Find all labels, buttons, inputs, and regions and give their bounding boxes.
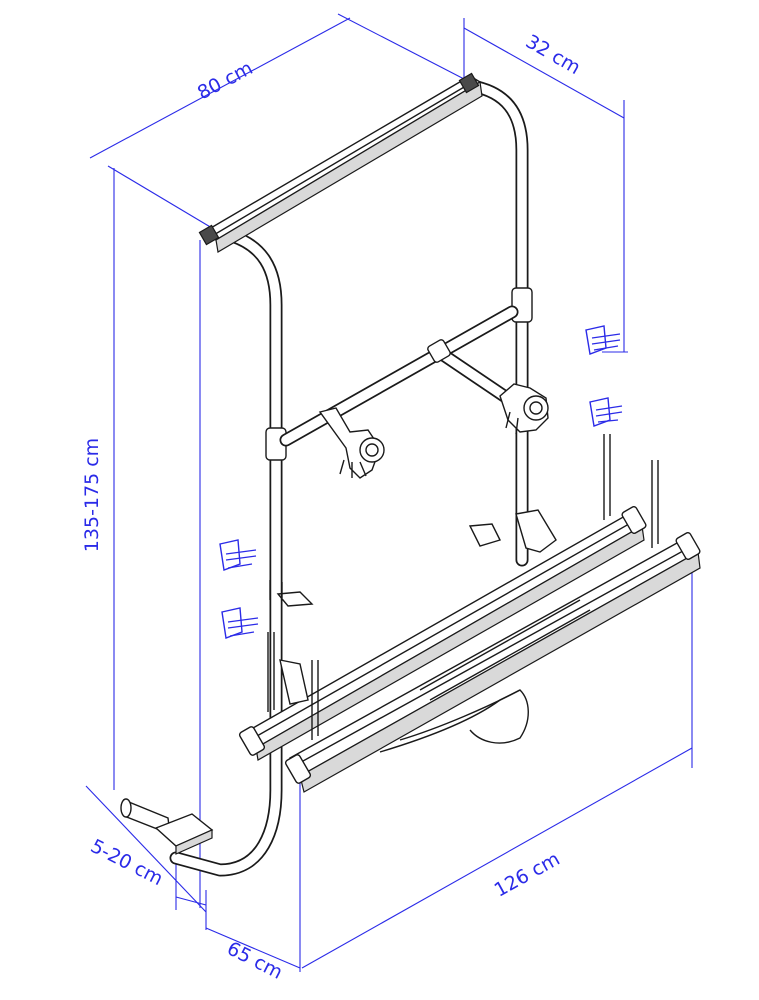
base-label: 65 cm [223, 937, 286, 983]
bracket-details [219, 325, 623, 639]
dimension-lines [85, 13, 693, 972]
right-bike-clamp [499, 383, 549, 435]
depth-label: 32 cm [522, 30, 584, 79]
height-label: 135-175 cm [81, 438, 103, 552]
bracket-detail-4 [221, 607, 259, 639]
offset-label: 5-20 cm [87, 835, 167, 890]
bracket-detail-1 [585, 325, 621, 355]
left-bike-clamp [318, 407, 385, 479]
bracket-detail-3 [219, 539, 257, 571]
rack-frame [169, 72, 533, 877]
wheel-rails [238, 434, 701, 793]
bottom-mount [120, 798, 214, 855]
crossbar-assembly [269, 305, 549, 607]
bracket-detail-2 [589, 397, 623, 427]
width-label: 80 cm [194, 57, 257, 104]
